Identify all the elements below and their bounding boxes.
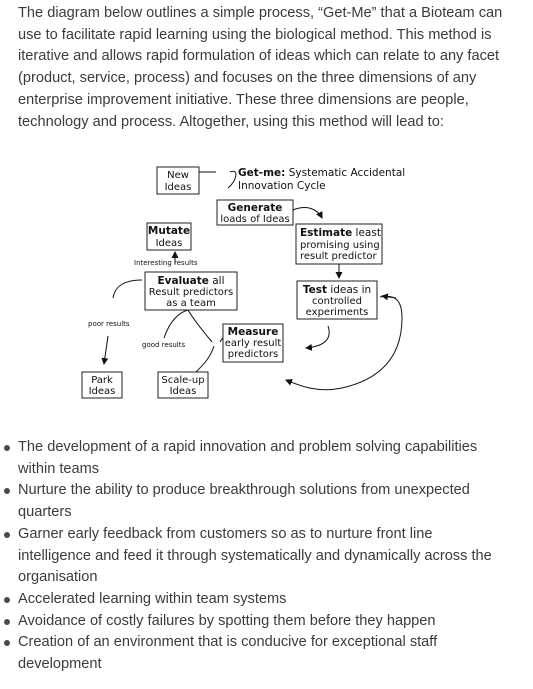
evaluate-bold: Evaluate bbox=[157, 275, 208, 287]
estimate-rest: least bbox=[352, 227, 381, 239]
measure-line3: predictors bbox=[228, 349, 278, 360]
list-item-text: Nurture the ability to produce breakthro… bbox=[18, 482, 470, 521]
evaluate-line3: as a team bbox=[166, 298, 216, 309]
cycle-title-rest: Systematic Accidental bbox=[285, 167, 405, 179]
svg-text:Test ideas in: Test ideas in bbox=[303, 284, 371, 296]
measure-line2: early result bbox=[225, 338, 282, 349]
svg-text:Evaluate all: Evaluate all bbox=[157, 275, 224, 287]
intro-paragraph: The diagram below outlines a simple proc… bbox=[18, 5, 503, 130]
list-item-text: Avoidance of costly failures by spotting… bbox=[18, 612, 436, 629]
estimate-line3: result predictor bbox=[300, 251, 378, 262]
get-me-diagram: New Ideas Get-me: Systematic Accidental … bbox=[80, 160, 420, 405]
svg-text:Estimate least: Estimate least bbox=[300, 227, 381, 239]
park-ideas-line1: Park bbox=[91, 375, 113, 386]
mutate-box: Mutate Ideas bbox=[146, 222, 192, 251]
measure-box: Measure early result predictors bbox=[222, 323, 284, 363]
good-results-label: good results bbox=[142, 341, 185, 349]
evaluate-box: Evaluate all Result predictors as a team bbox=[144, 271, 238, 311]
new-ideas-box: New Ideas bbox=[156, 166, 200, 195]
outcomes-list: The development of a rapid innovation an… bbox=[0, 437, 533, 676]
test-bold: Test bbox=[303, 284, 327, 296]
new-ideas-line2: Ideas bbox=[165, 182, 192, 193]
bullet-dot-icon bbox=[4, 531, 10, 538]
bullet-dot-icon bbox=[4, 640, 10, 647]
scale-up-ideas-box: Scale-up Ideas bbox=[157, 371, 209, 399]
generate-box: Generate loads of Ideas bbox=[216, 199, 294, 226]
test-rest: ideas in bbox=[327, 284, 371, 296]
interesting-results-label: Interesting results bbox=[134, 259, 198, 267]
measure-title: Measure bbox=[228, 326, 279, 338]
evaluate-rest: all bbox=[209, 275, 225, 287]
estimate-bold: Estimate bbox=[300, 227, 352, 239]
scale-up-ideas-line2: Ideas bbox=[170, 386, 197, 397]
generate-sub: loads of Ideas bbox=[220, 214, 289, 225]
estimate-line2: promising using bbox=[300, 240, 380, 251]
scale-up-ideas-line1: Scale-up bbox=[161, 375, 204, 386]
generate-title: Generate bbox=[228, 202, 283, 214]
bullet-dot-icon bbox=[4, 618, 10, 625]
park-ideas-box: Park Ideas bbox=[81, 371, 123, 399]
park-ideas-line2: Ideas bbox=[89, 386, 116, 397]
list-item-text: Creation of an environment that is condu… bbox=[18, 634, 438, 673]
list-item-text: Garner early feedback from customers so … bbox=[18, 525, 492, 586]
mutate-sub: Ideas bbox=[156, 238, 183, 249]
new-ideas-line1: New bbox=[167, 170, 189, 181]
list-item: The development of a rapid innovation an… bbox=[0, 437, 533, 480]
cycle-title-line2: Innovation Cycle bbox=[238, 180, 326, 192]
svg-text:Get-me: Systematic Accidental: Get-me: Systematic Accidental bbox=[238, 167, 405, 179]
list-item-text: The development of a rapid innovation an… bbox=[18, 439, 478, 477]
list-item-text: Accelerated learning within team systems bbox=[18, 590, 287, 607]
test-line3: experiments bbox=[306, 307, 369, 318]
mutate-title: Mutate bbox=[148, 225, 190, 237]
poor-results-label: poor results bbox=[88, 320, 130, 328]
list-item: Accelerated learning within team systems bbox=[0, 589, 533, 611]
test-line2: controlled bbox=[312, 296, 362, 307]
test-box: Test ideas in controlled experiments bbox=[296, 280, 378, 320]
bullet-dot-icon bbox=[4, 596, 10, 603]
list-item: Avoidance of costly failures by spotting… bbox=[0, 611, 533, 633]
bullet-dot-icon bbox=[4, 488, 10, 495]
list-item: Creation of an environment that is condu… bbox=[0, 632, 533, 675]
list-item: Nurture the ability to produce breakthro… bbox=[0, 480, 533, 523]
cycle-title-bold: Get-me: bbox=[238, 167, 285, 179]
list-item: Garner early feedback from customers so … bbox=[0, 524, 533, 589]
bullet-dot-icon bbox=[4, 445, 10, 451]
evaluate-line2: Result predictors bbox=[149, 287, 233, 298]
estimate-box: Estimate least promising using result pr… bbox=[295, 223, 383, 265]
cycle-title: Get-me: Systematic Accidental Innovation… bbox=[238, 167, 405, 192]
